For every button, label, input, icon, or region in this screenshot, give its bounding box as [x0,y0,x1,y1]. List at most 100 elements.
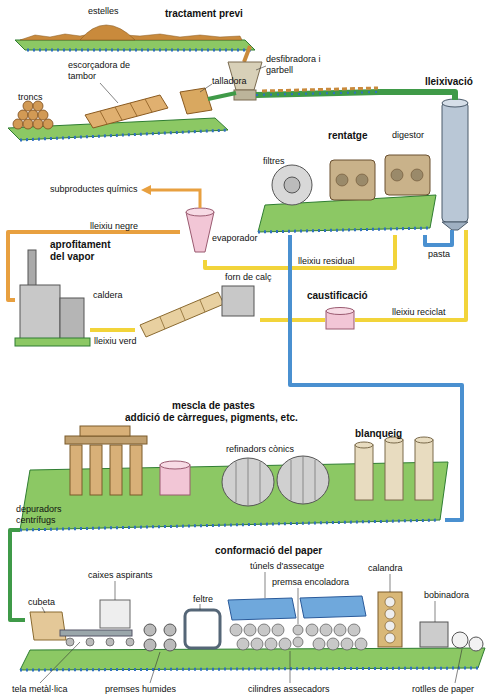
drying-hood [300,596,366,618]
calender-rolls [385,597,395,643]
stage-band: rentatge filtres [258,128,438,235]
drying-cylinders [230,624,367,650]
part-label: troncs [18,92,43,103]
drum-filter [272,165,312,205]
wire-section [60,630,132,636]
flow-pipe [10,530,25,620]
reel [420,622,448,647]
part-label: talladora [212,76,247,87]
kiln-house [222,286,254,316]
evaporator-top [186,208,214,216]
rotary-kiln [140,292,224,337]
felt-loop [185,610,220,648]
chimney [28,250,36,288]
platform-rollers [20,668,478,670]
part-label: túnels d'assecatge [250,561,324,572]
stage-heading: conformació del paper [215,545,322,557]
part-label: rotlles de paper [412,684,474,695]
flow-label: pasta [428,249,450,260]
logs [13,101,53,129]
platform-rollers [258,228,430,232]
part-label: forn de calç [225,272,272,283]
stage-band: tractament previ [5,20,380,145]
drum-rings [100,99,152,124]
platform-rollers [20,130,228,140]
stage-heading: mescla de pastes [172,400,255,412]
stage-band: mescla de pastesaddició de càrregues, pi… [20,398,445,538]
flow-label: lleixiu reciclat [392,307,446,318]
kiln-rings [160,300,205,329]
part-label: evaporador [212,233,258,244]
washer-rollers [336,169,423,186]
centrifugal-cleaners [70,445,142,495]
part-label: subproductes químics [50,184,138,195]
suction-box [100,600,130,628]
arrow-head [141,185,151,195]
byproduct-pipe [150,190,200,208]
part-label: estelles [88,6,119,17]
digester-top [442,99,468,107]
tank-top [160,461,190,469]
stage-heading: lleixivació [425,76,473,88]
part-label: calandra [368,563,403,574]
leader-lines [40,572,462,683]
bleaching-towers [355,437,433,500]
boiler-annex [60,298,84,340]
stage-heading: rentatge [328,130,367,142]
boiler [20,285,60,340]
chip-pile [80,25,135,40]
part-label: tela metàl·lica [12,684,68,695]
flow-label: lleixiu residual [298,256,355,267]
flow-label: lleixiu verd [94,336,137,347]
flow-label: lleixiu negre [90,221,138,232]
part-label: feltre [193,594,213,605]
part-label: premses humides [105,684,176,695]
part-label: escorçadora de tambor [68,60,143,82]
chipper [180,88,212,114]
part-label: depuradors centrífugs [16,504,78,526]
flow-pipe [355,230,466,320]
part-label: caldera [93,290,123,301]
refiner-ribs [236,456,315,506]
part-label: bobinadora [424,590,469,601]
conveyor-rollers [27,49,255,52]
conveyor-band [15,40,255,50]
manifold [65,436,147,444]
stage-heading: blanqueig [355,428,402,440]
part-label: cubeta [28,597,55,608]
washer [330,160,375,200]
tank-node: caustificació [325,308,355,332]
machine-platform [20,648,485,670]
leader-lines [100,66,266,103]
chips-on-conveyor [262,88,378,91]
drum-hub [284,177,300,193]
boiler-base [15,338,90,346]
flow-pipe [380,92,455,100]
conical-refiner [277,456,329,504]
calender-stack [378,592,402,647]
flow-pipe [290,235,462,520]
stage-heading: aprofitament del vapor [50,239,122,263]
boiler-node: aprofitament del vaporcaldera [15,275,90,347]
part-label: digestor [392,130,424,141]
part-label: premsa encoladora [272,577,349,588]
digester-vessel [442,102,468,222]
stage-heading: caustificació [307,290,368,302]
digester-cone [442,222,468,230]
platform-rollers [20,520,440,530]
evaporator-cone [186,212,214,252]
chip-chute [244,46,250,62]
screen-box [234,90,256,100]
part-label: caixes aspirants [88,570,153,581]
evaporator-node: evaporador [180,205,280,260]
part-label: desfibradora i garbell [266,54,336,76]
conical-refiner [222,458,274,506]
part-label: filtres [263,156,285,167]
stage-heading: addició de càrregues, pigments, etc. [125,412,298,424]
paper-roll [469,637,483,651]
flow-pipe [260,318,325,322]
flow-pipe [8,232,180,300]
